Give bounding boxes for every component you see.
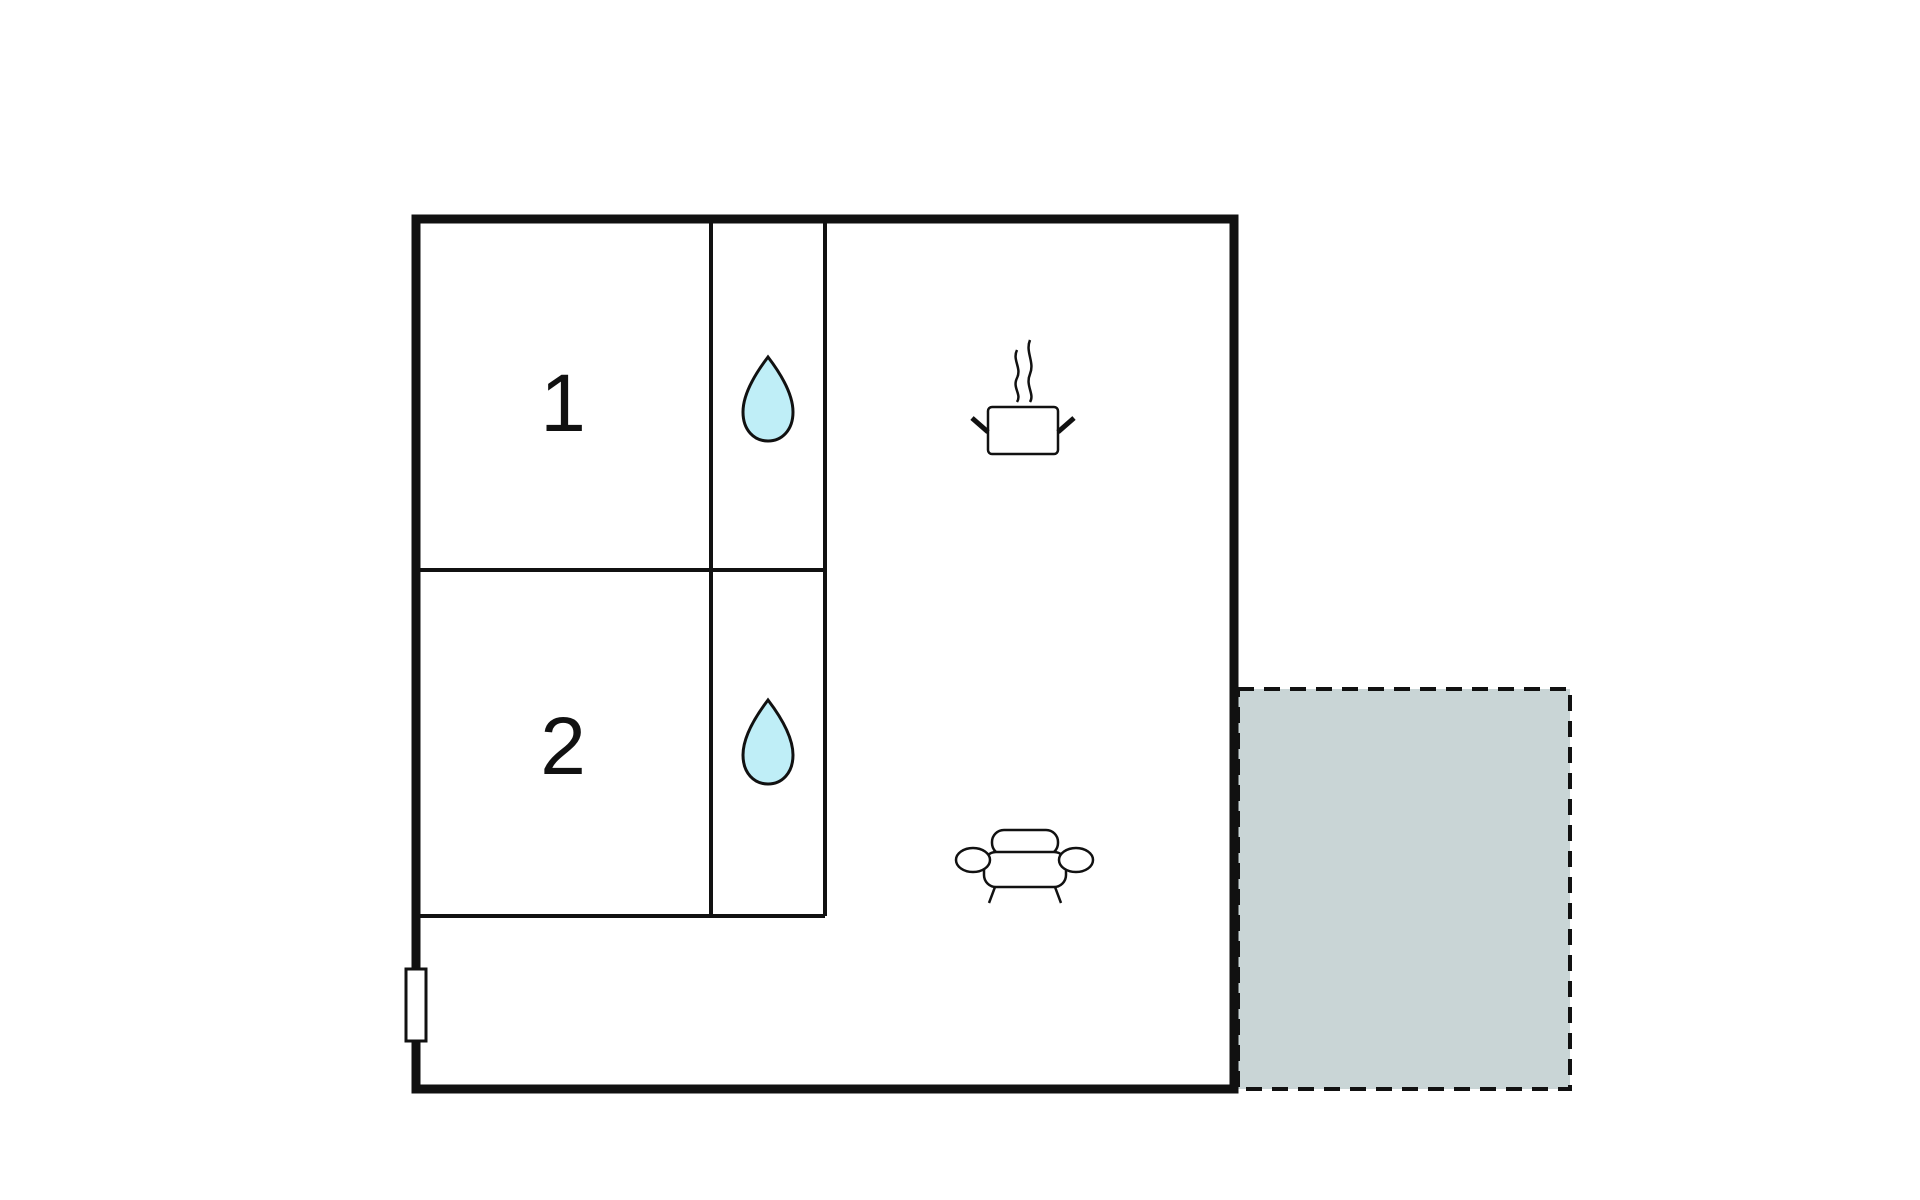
room-label-2: 2 — [540, 701, 586, 792]
room-label-1: 1 — [540, 358, 586, 449]
water-drop-icon — [741, 354, 795, 443]
cooking-pot-icon — [970, 339, 1076, 456]
sofa-leg — [987, 886, 997, 904]
interior-walls — [419, 219, 827, 918]
sofa-seat — [982, 850, 1068, 889]
steam-line — [1014, 349, 1020, 403]
water-drop-icon — [741, 697, 795, 786]
sofa-icon — [954, 828, 1095, 904]
sofa-leg — [1053, 886, 1063, 904]
pot-handle-right — [1056, 416, 1076, 434]
pot-handle-left — [970, 416, 990, 434]
sofa-arm-right — [1057, 846, 1095, 874]
steam-line — [1027, 339, 1033, 403]
sofa-arm-left — [954, 846, 992, 874]
pot-body — [986, 405, 1060, 456]
door-icon — [404, 967, 428, 1043]
outer-walls — [411, 214, 1239, 1094]
terrace-area — [1236, 687, 1572, 1091]
